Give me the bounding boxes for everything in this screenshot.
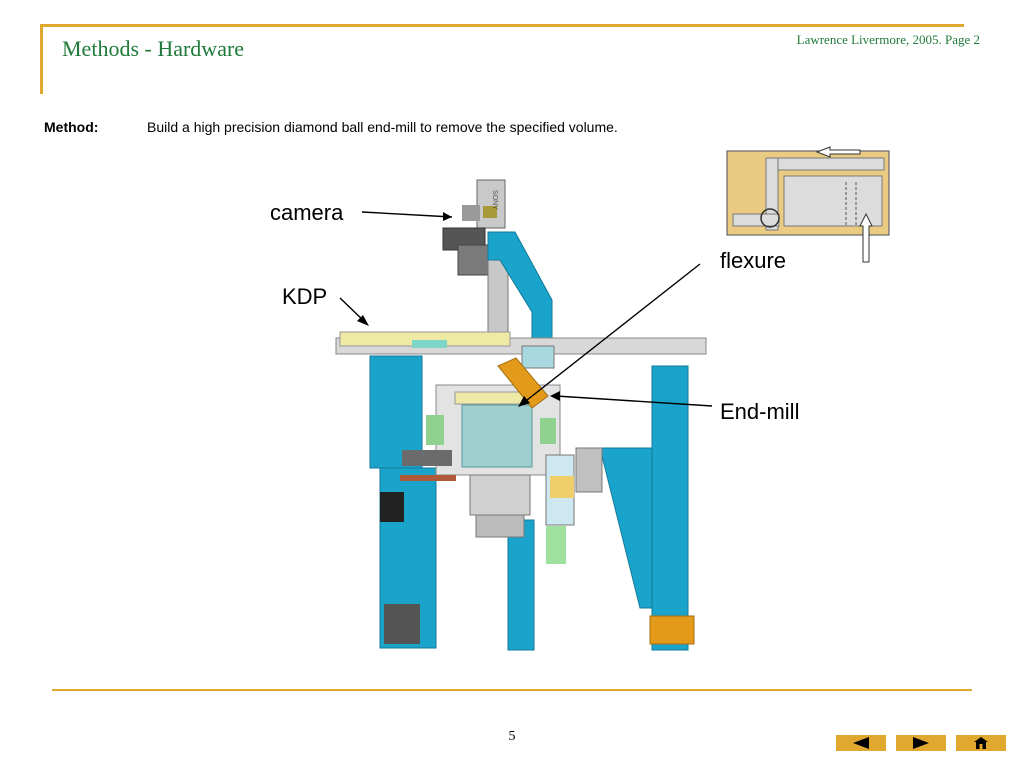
camera-arrowhead <box>443 212 452 221</box>
rail <box>400 475 456 481</box>
side-plate-left <box>426 415 444 445</box>
method-text: Build a high precision diamond ball end-… <box>147 119 618 135</box>
sony-label: SONY <box>491 190 498 210</box>
mount-bar <box>402 450 452 466</box>
triangle-left-icon <box>853 737 869 749</box>
callout-flexure: flexure <box>720 248 787 273</box>
home-button[interactable] <box>956 735 1006 751</box>
left-base <box>384 604 420 644</box>
flexure-pointer <box>521 263 701 405</box>
right-column <box>651 365 689 651</box>
method-label: Method: <box>44 119 99 135</box>
spindle-core <box>461 404 533 468</box>
triangle-right-icon <box>913 737 929 749</box>
callout-kdp: KDP <box>282 284 328 309</box>
right-base-block <box>649 615 695 645</box>
callout-end-mill: End-mill <box>720 399 800 424</box>
right-strut <box>599 447 653 609</box>
page-number: 5 <box>508 729 516 744</box>
top-accent-rule <box>40 24 964 27</box>
kdp-marker <box>412 340 447 348</box>
strut-bracket <box>575 447 603 493</box>
lower-flange <box>475 514 525 538</box>
lower-housing <box>469 474 531 516</box>
drive-module-green <box>546 526 566 564</box>
flexure-arrowhead <box>518 396 530 407</box>
next-slide-button[interactable] <box>896 735 946 751</box>
callout-camera: camera <box>270 200 344 225</box>
drive-module-yellow <box>550 476 574 498</box>
side-plate-right <box>540 418 556 444</box>
kdp-arrowhead <box>357 315 369 326</box>
flexure-inset <box>726 146 890 263</box>
prev-slide-button[interactable] <box>836 735 886 751</box>
home-icon <box>974 737 988 749</box>
slide-title: Methods - Hardware <box>62 36 245 61</box>
camera-pointer <box>361 211 453 218</box>
arm-block <box>521 345 555 369</box>
end-mill-arrowhead <box>550 391 560 401</box>
header-note: Lawrence Livermore, 2005. Page 2 <box>796 32 980 47</box>
center-column <box>507 519 535 651</box>
left-block <box>380 492 404 522</box>
end-mill-pointer <box>555 395 713 407</box>
bottom-accent-rule <box>52 689 972 691</box>
left-column-upper <box>369 355 423 469</box>
left-accent-rule <box>40 24 43 94</box>
flexure-part <box>497 357 549 409</box>
